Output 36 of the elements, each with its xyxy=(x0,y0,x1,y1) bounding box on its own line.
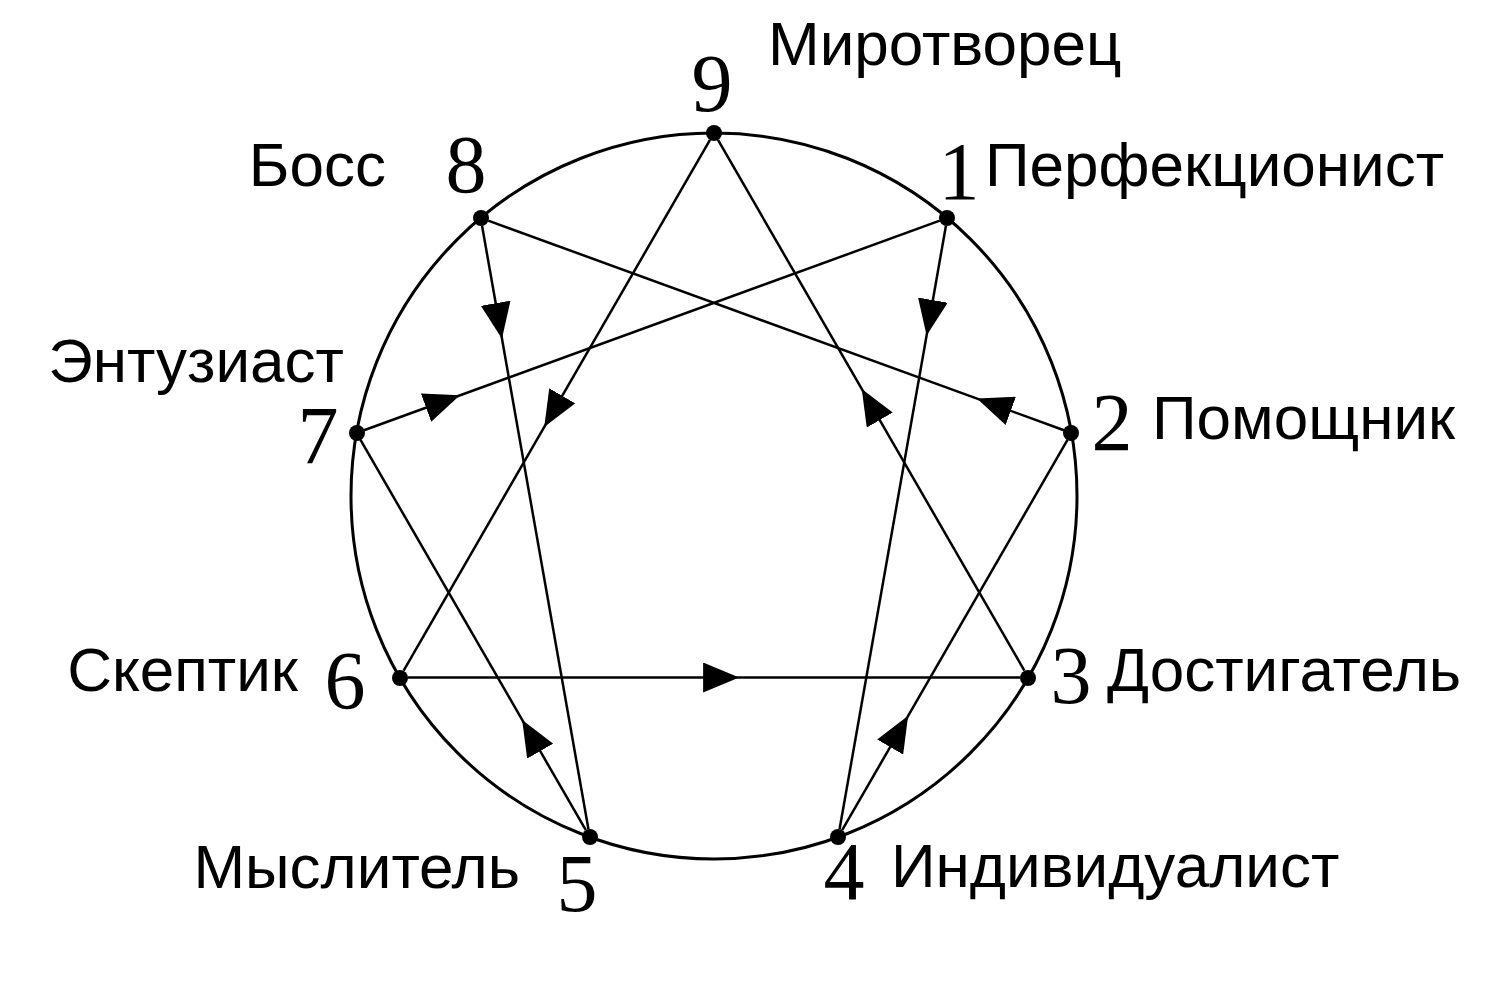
point-dot xyxy=(1063,424,1080,441)
arrow xyxy=(402,139,712,672)
arrow xyxy=(841,439,1069,831)
point-dot xyxy=(472,209,489,226)
point-dot xyxy=(706,125,722,141)
arrow xyxy=(480,225,590,830)
point-number: 3 xyxy=(1050,635,1092,717)
point-number: 6 xyxy=(324,640,366,722)
type-name: Энтузиаст xyxy=(48,330,344,393)
point-dot xyxy=(830,829,847,846)
type-name: Достигатель xyxy=(1107,639,1462,702)
point-number: 5 xyxy=(556,843,598,925)
arrow xyxy=(487,219,1065,432)
point-number: 7 xyxy=(297,395,339,477)
point-number: 9 xyxy=(691,43,733,125)
point-number: 8 xyxy=(445,124,487,206)
type-name: Индивидуалист xyxy=(891,835,1340,898)
arrow xyxy=(407,662,1021,693)
point-dot xyxy=(1020,669,1037,686)
arrow xyxy=(359,439,587,831)
type-name: Миротворец xyxy=(768,13,1122,76)
type-name: Перфекционист xyxy=(985,134,1445,197)
arrow xyxy=(838,225,948,830)
arrow xyxy=(716,139,1026,672)
type-name: Мыслитель xyxy=(193,836,520,899)
type-name: Помощник xyxy=(1152,387,1456,450)
point-number: 1 xyxy=(938,131,980,213)
arrow xyxy=(363,219,941,432)
point-dot xyxy=(348,424,365,441)
point-dot xyxy=(939,209,956,226)
type-name: Скептик xyxy=(67,639,298,702)
point-number: 2 xyxy=(1091,382,1133,464)
point-dot xyxy=(391,669,408,686)
point-number: 4 xyxy=(823,831,865,913)
point-dot xyxy=(581,829,598,846)
type-name: Босс xyxy=(248,134,386,197)
